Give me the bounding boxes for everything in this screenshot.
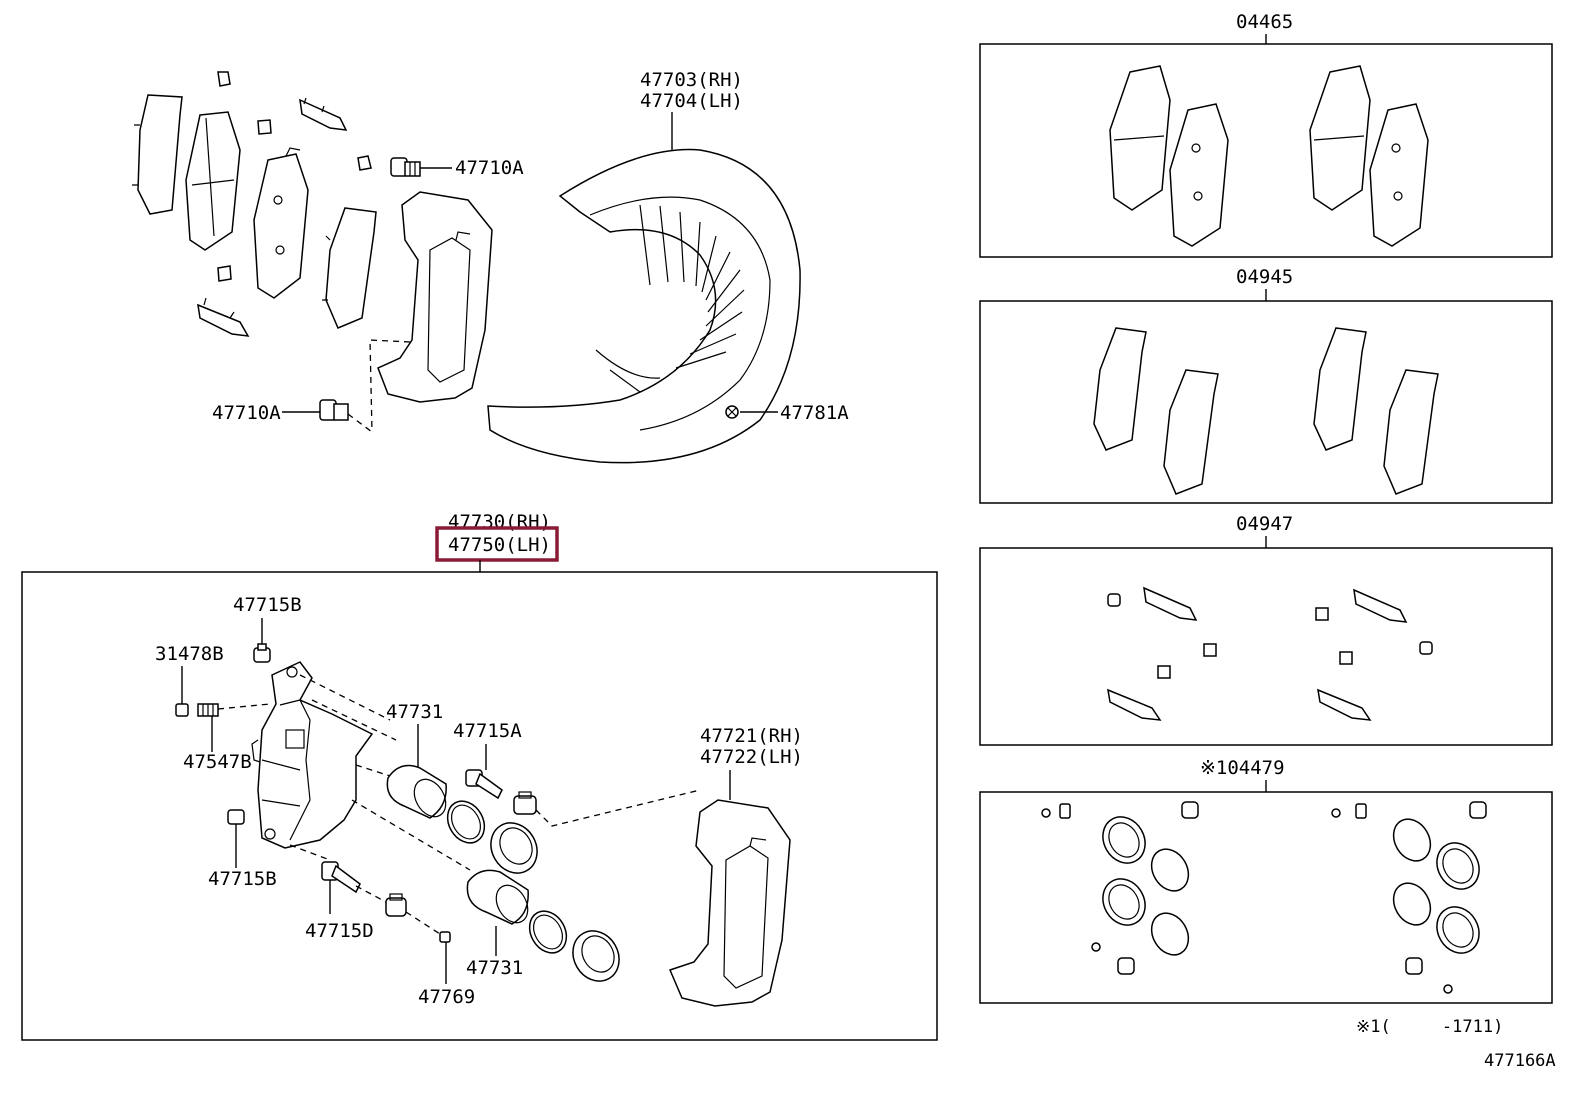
seal-kit-04479-parts[interactable] [1041,801,1487,994]
footnote: ※1( -1711) [1356,1017,1503,1037]
highlight-box-47750[interactable] [435,526,559,562]
pad-kit-04465-pads[interactable] [1109,65,1429,247]
label-47722: 47722(LH) [700,746,803,768]
outer-shim-left[interactable] [132,94,183,215]
slide-pin-47715d[interactable] [321,861,361,894]
label-47710a-bottom: 47710A [212,402,281,424]
caliper-mounting-bracket-bottom[interactable] [668,799,791,1007]
kit-box-04947 [979,547,1553,746]
label-47781a: 47781A [780,402,849,424]
label-47704: 47704(LH) [640,90,743,112]
caliper-assembly-frame [21,571,938,1041]
piston-boot-bottom[interactable] [564,922,628,989]
clip-kit-04947-parts[interactable] [1107,586,1433,721]
caliper-body[interactable] [251,661,374,849]
piston-47731-top[interactable] [386,764,452,823]
label-47715b-bottom: 47715B [208,868,277,890]
label-31478b: 31478B [155,643,224,665]
piston-seal-top[interactable] [440,794,491,849]
label-47547b: 47547B [183,751,252,773]
bleeder-cap-47715b-top[interactable] [253,643,271,663]
screw-47781a[interactable] [725,405,739,419]
caliper-mounting-bracket-top[interactable] [377,191,493,403]
bolt-47710a-top[interactable] [390,157,421,177]
cap-31478b[interactable] [175,703,189,717]
piston-boot-top[interactable] [482,814,546,881]
disc-brake-dust-cover[interactable] [487,148,801,464]
slide-bushing-top[interactable] [513,791,537,815]
label-47715b-top: 47715B [233,594,302,616]
label-kit-04479: ※104479 [1200,757,1285,779]
slide-bushing-bottom[interactable] [385,893,407,917]
piston-47731-bottom[interactable] [466,869,534,928]
slide-pin-47715a[interactable] [465,769,503,800]
piston-seal-bottom[interactable] [522,904,573,959]
anti-rattle-spring-top[interactable] [299,97,348,131]
brake-pad-left-inner[interactable] [253,147,309,299]
cap-47769[interactable] [439,931,451,943]
kit-box-04945 [979,300,1553,504]
inner-shim-left[interactable] [322,207,377,329]
shim-kit-04945-shims[interactable] [1093,327,1439,495]
clip-small-top[interactable] [217,71,272,135]
label-47721: 47721(RH) [700,725,803,747]
clip-small-mid[interactable] [217,155,372,282]
label-47715a: 47715A [453,720,522,742]
label-47715d: 47715D [305,920,374,942]
kit-box-04465 [979,43,1553,258]
bolt-47710a-bottom[interactable] [319,399,349,421]
label-kit-04947: 04947 [1236,513,1293,535]
brake-pad-left-outer[interactable] [185,111,241,251]
label-47769: 47769 [418,986,475,1008]
kit-box-04479 [979,791,1553,1004]
bleeder-cap-47715b-bottom[interactable] [227,809,245,825]
label-kit-04945: 04945 [1236,266,1293,288]
anti-rattle-spring-bottom[interactable] [197,297,250,337]
label-kit-04465: 04465 [1236,11,1293,33]
diagram-id: 477166A [1484,1051,1556,1071]
label-47710a-top: 47710A [455,157,524,179]
label-47731-bottom: 47731 [466,957,523,979]
label-47703: 47703(RH) [640,69,743,91]
label-47750: 47750(LH) [448,534,551,556]
label-47731-top: 47731 [386,701,443,723]
bleeder-plug-47547b[interactable] [197,703,219,717]
